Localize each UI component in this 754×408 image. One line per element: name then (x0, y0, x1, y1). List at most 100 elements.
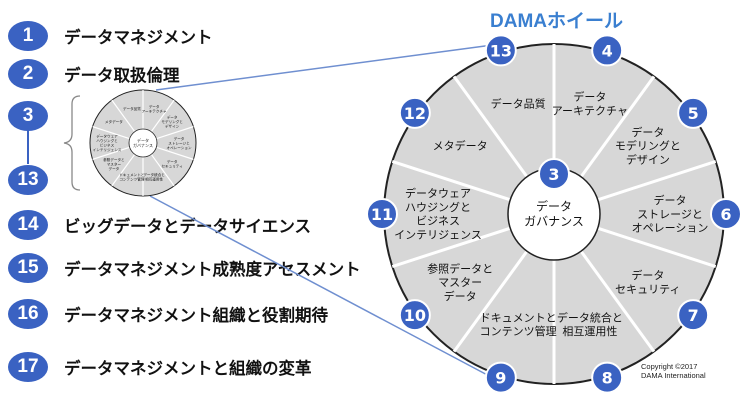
segment-label-line: コンテンツ管理 (480, 324, 557, 338)
list-item-14: 14 ビッグデータとデータサイエンス (8, 207, 311, 243)
big-wheel: データガバナンスデータアーキテクチャ4データモデリングとデザイン5データストレー… (366, 34, 742, 394)
number-badge: 17 (8, 352, 48, 382)
segment-divider (452, 75, 529, 178)
segment-label-line: オペレーション (632, 222, 709, 235)
center-circle (128, 128, 158, 158)
curly-brace (63, 95, 81, 191)
segment-label-line: データ (444, 289, 477, 303)
segment-divider (391, 226, 511, 268)
number-badge: 14 (8, 210, 48, 240)
segment-label-line: 相互運用性 (145, 177, 163, 182)
center-label-line: ガバナンス (133, 142, 153, 148)
center-label-line: データ (137, 137, 149, 143)
segment-label-line: データ品質 (123, 106, 141, 111)
list-item-16: 16 データマネジメント組織と役割期待 (8, 296, 328, 332)
list-item-label: データマネジメント (64, 28, 213, 47)
list-item-1: 1 データマネジメント (8, 18, 213, 54)
segment-label-line: データウェア (405, 186, 471, 200)
segment-label-line: データ (167, 115, 178, 120)
segment-divider (156, 126, 194, 140)
segment-label-line: セキュリティ (161, 164, 182, 169)
list-item-17: 17 データマネジメントと組織の変革 (8, 349, 312, 385)
segment-number-badge (398, 96, 431, 129)
segment-label-line: データ (149, 104, 160, 109)
segment-divider (597, 226, 717, 268)
segment-label-line: データ (631, 268, 664, 282)
segment-number-badge (677, 299, 710, 332)
segment-label-line: データウェア (96, 134, 118, 139)
segment-label-line: データ統合と (143, 172, 165, 177)
segment-number: 11 (371, 205, 393, 224)
segment-label-line: モデリングと (615, 139, 681, 153)
segment-label-line: ストレージと (637, 208, 703, 221)
segment-label-line: メタデータ (433, 139, 488, 153)
list-item-2: 2 データ取扱倫理 (8, 56, 180, 92)
copyright-line: Copyright ©2017 (641, 362, 698, 371)
segment-label-line: データ (631, 125, 664, 139)
number-badge: 1 (8, 21, 48, 51)
segment-label-line: ビジネス (100, 143, 115, 148)
segment-label-line: インテリジェンス (93, 147, 122, 152)
segment-number: 8 (602, 369, 613, 388)
center-circle (507, 167, 601, 261)
segment-label-line: オペレーション (166, 145, 191, 150)
segment-label-line: データ (167, 159, 178, 164)
segment-label-line: ドキュメントと (480, 311, 557, 324)
list-item-label: データマネジメント成熟度アセスメント (64, 260, 361, 279)
segment-label-line: データ (174, 136, 185, 141)
segment-label-line: データ品質 (491, 97, 546, 111)
segment-label-line: メタデータ (105, 119, 123, 124)
segment-label-line: ドキュメントと (119, 172, 145, 177)
segment-label-line: データ統合と (557, 310, 623, 324)
list-item-label: ビッグデータとデータサイエンス (64, 217, 312, 236)
segment-number-badge (398, 299, 431, 332)
list-item-15: 15 データマネジメント成熟度アセスメント (8, 250, 361, 286)
segment-divider (597, 160, 717, 202)
segment-label-line: モデリングと (161, 119, 183, 124)
segment-label-line: マスター (107, 161, 122, 166)
segment-number: 13 (490, 41, 512, 60)
segment-divider (579, 75, 656, 178)
segment-label-line: デザイン (165, 124, 180, 129)
segment-divider (111, 153, 136, 187)
segment-label-line: 参照データと (427, 261, 493, 275)
segment-divider (391, 160, 511, 202)
copyright-text: Copyright ©2017 DAMA International (641, 362, 706, 380)
segment-label-line: データ (573, 90, 606, 104)
segment-divider (452, 250, 529, 353)
copyright-line: DAMA International (641, 371, 706, 380)
segment-label-line: セキュリティ (615, 283, 680, 296)
segment-label-line: ビジネス (416, 215, 460, 228)
segment-number: 7 (688, 306, 699, 325)
segment-label-line: アーキテクチャ (552, 104, 628, 117)
list-item-label: データ取扱倫理 (64, 66, 180, 85)
mini-wheel: データガバナンスデータアーキテクチャデータモデリングとデザインデータストレージと… (89, 89, 197, 197)
segment-label-line: ストレージと (168, 140, 190, 145)
segment-number: 6 (720, 205, 731, 224)
segment-label-line: コンテンツ管理 (119, 177, 145, 182)
segment-label-line: 相互運用性 (562, 324, 617, 338)
number-badge: 15 (8, 253, 48, 283)
segment-divider (156, 146, 194, 160)
segment-number-badge (591, 361, 624, 394)
segment-divider (92, 146, 130, 160)
segment-number-badge (484, 34, 517, 67)
segment-divider (579, 250, 656, 353)
segment-label-line: 参照データと (103, 157, 125, 162)
number-badge: 3 (8, 101, 48, 131)
segment-number: 10 (404, 306, 426, 325)
list-item-3: 3 (8, 98, 48, 134)
segment-divider (150, 153, 175, 187)
segment-number-badge (484, 361, 517, 394)
segment-label-line: デザイン (626, 152, 670, 166)
segment-number-badge (366, 198, 398, 230)
segment-number-badge (591, 34, 624, 67)
segment-number: 12 (404, 104, 426, 123)
center-label-line: ガバナンス (524, 215, 584, 229)
segment-number-badge (710, 198, 742, 230)
wheel-outer-ring (383, 43, 725, 385)
segment-label-line: データ (108, 166, 119, 171)
wheel-outer-ring (89, 89, 197, 197)
number-badge: 2 (8, 59, 48, 89)
segment-label-line: インテリジェンス (394, 228, 482, 241)
